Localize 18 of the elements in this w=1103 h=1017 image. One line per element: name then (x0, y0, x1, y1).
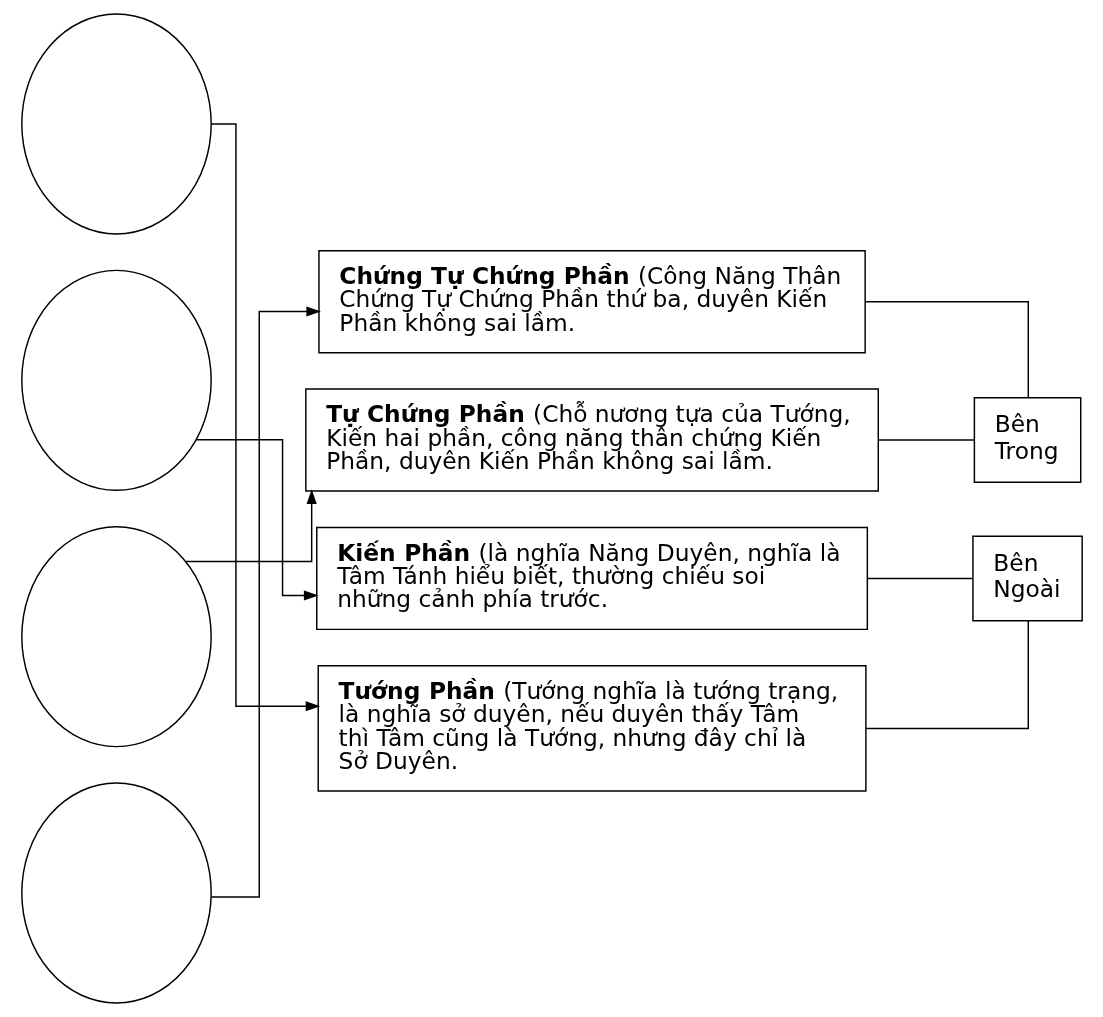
arrow (210, 306, 321, 898)
connector (877, 439, 975, 441)
connector (865, 620, 1029, 730)
node-box: Chứng Tự Chứng Phần (Công Năng Thân Chứng Tự Chứng Phần thứ ba, duyên Kiến Phần không sai lầm. (317, 249, 866, 354)
node-ellipse (20, 269, 212, 492)
arrow (195, 438, 318, 601)
node-ellipse (20, 782, 212, 1004)
node-box: Kiến Phần (là nghĩa Năng Duyên, nghĩa là Tâm Tánh hiểu biết, thường chiếu soi những cảnh phía trước. (315, 526, 868, 631)
arrow (209, 123, 320, 712)
node-box: Tự Chứng Phần (Chỗ nương tựa của Tướng, Kiến hai phần, công năng thân chứng Kiến Phần, duyên Kiến Phần không sai lầm. (304, 388, 879, 492)
node-ellipse (20, 13, 212, 235)
connector (866, 577, 973, 580)
node-box: Bên Trong (973, 397, 1081, 483)
node-ellipse (20, 526, 212, 748)
arrow (184, 489, 317, 563)
node-box: Tướng Phần (Tướng nghĩa là tướng trạng, là nghĩa sở duyên, nếu duyên thấy Tâm thì Tâm cũng là Tướng, nhưng đây chỉ là Sở Duyên. (317, 665, 867, 792)
connector (864, 300, 1029, 399)
node-box: Bên Ngoài (971, 535, 1083, 622)
